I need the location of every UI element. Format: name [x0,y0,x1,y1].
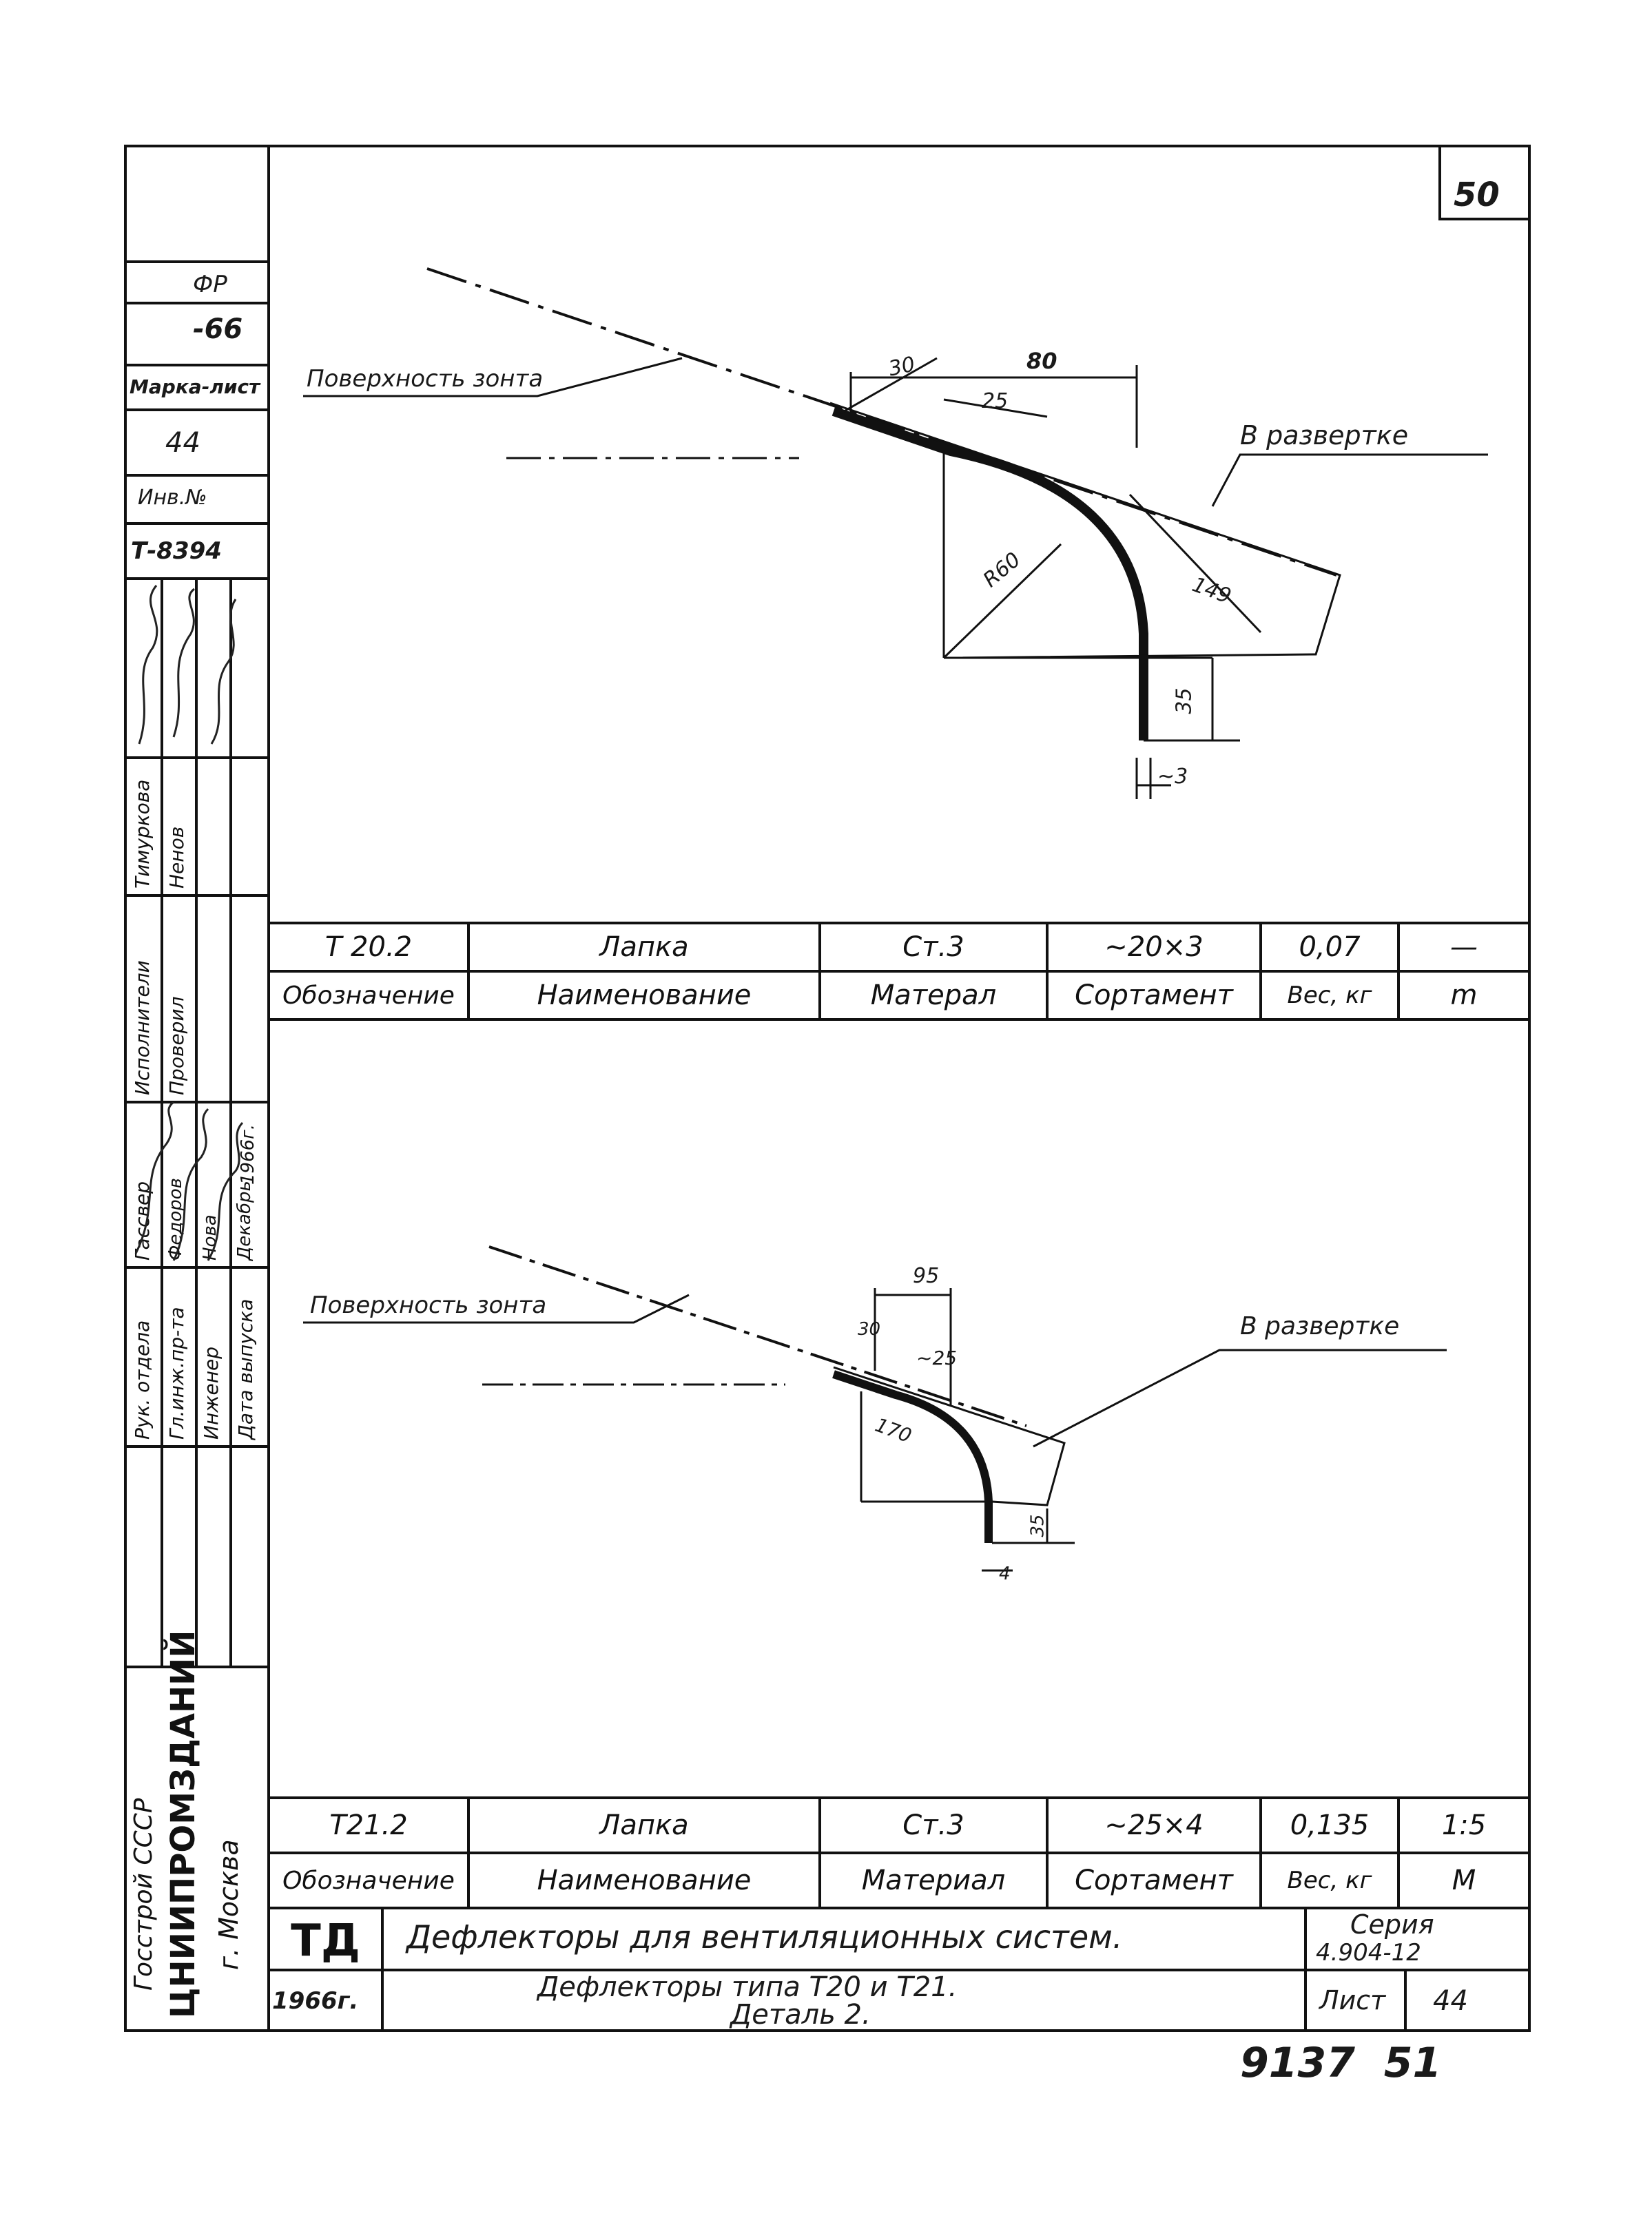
bottom-spec-name: Лапка [599,1810,689,1841]
bottom-surface-label: Поверхность зонта [310,1292,547,1319]
bottom-spec-weight: 0,135 [1290,1810,1370,1841]
bottom-spec-header-weight: Вес, кг [1287,1867,1372,1894]
top-detail-drawing [303,267,1488,799]
stamp-inv-value: Т-8394 [131,537,222,565]
top-spec-name: Лапка [599,931,689,963]
stamp-marka-value: 44 [165,427,200,459]
bottom-spec-profile: ~25×4 [1104,1810,1204,1841]
top-surface-label: Поверхность зонта [307,365,544,393]
bottom-dim-30: 30 [858,1319,881,1340]
bottom-spec-scale: 1:5 [1441,1810,1487,1841]
top-spec-header-weight: Вес, кг [1287,982,1372,1009]
stamp-org-2: ЦНИИПРОМЗДАНИЙ [164,1630,203,2018]
bottom-spec-designation: Т21.2 [329,1810,408,1841]
bottom-detail-drawing [303,1245,1447,1572]
bottom-spec-header-scale: М [1452,1865,1476,1896]
stamp-role-1: Гл.инж.пр-та [165,1307,188,1440]
corner-sheet-number: 50 [1454,176,1500,214]
footer-number: 9137 51 [1240,2039,1442,2087]
top-spec-material: Ст.3 [902,931,964,963]
top-spec-profile: ~20×3 [1104,931,1204,963]
stamp-role-2: Инженер [200,1346,223,1440]
signature-scribbles-top [138,585,237,745]
title-year: 1966г. [272,1987,359,2015]
subtitle-line-2: Деталь 2. [730,1999,871,2031]
bottom-spec-header-material: Материал [861,1865,1006,1896]
sheet-value: 44 [1433,1985,1468,2017]
top-spec-designation: Т 20.2 [324,931,413,963]
top-spec-weight: 0,07 [1299,931,1361,963]
top-spec-header-scale: m [1450,979,1478,1011]
subtitle-line-1: Дефлекторы типа Т20 и Т21. [537,1971,958,2003]
stamp-role-0: Рук. отдела [131,1320,154,1440]
bottom-spec-header-profile: Сортамент [1075,1865,1233,1896]
stamp-name-4: Тимуркова [131,779,154,889]
stamp-inv-label: Инв.№ [138,486,207,510]
top-dim-25: 25 [982,389,1009,413]
stamp-executor-label: Исполнители [131,960,154,1095]
bottom-unfold-label: В развертке [1240,1312,1400,1340]
top-dim-35: 35 [1172,687,1197,714]
stamp-marka-label: Марка-лист [130,375,260,398]
outer-frame [124,145,1531,2032]
title-main: Дефлекторы для вентиляционных систем. [406,1918,1123,1956]
stamp-name-5: Ненов [165,826,188,889]
series-value: 4.904-12 [1316,1939,1421,1967]
top-spec-header-profile: Сортамент [1075,979,1233,1011]
bottom-spec-header-designation: Обозначение [282,1866,455,1895]
stamp-role-3: Дата выпуска [234,1298,257,1440]
top-unfold-label: В развертке [1240,420,1409,450]
bottom-spec-header-name: Наименование [537,1865,752,1896]
top-spec-header-name: Наименование [537,979,752,1011]
top-spec-scale: — [1450,931,1478,963]
bottom-dim-95: 95 [913,1264,940,1288]
signature-scribbles-bottom [134,1102,244,1261]
bottom-dim-35: 35 [1027,1514,1049,1537]
series-label: Серия [1350,1909,1434,1940]
org-code: ТД [291,1915,360,1967]
bottom-dim-25: ~25 [916,1347,958,1369]
top-dim-80: 80 [1026,348,1057,374]
top-dim-3: ~3 [1157,765,1188,789]
sheet-label: Лист [1319,1985,1386,2015]
bottom-spec-material: Ст.3 [902,1810,964,1841]
stamp-city: г. Москва [214,1839,244,1970]
stamp-org-1: Госстрой СССР [130,1798,158,1991]
stamp-code-2: -66 [193,313,243,345]
stamp-code-1: ФР [193,271,227,298]
stamp-checked-label: Проверил [165,996,188,1095]
top-spec-header-designation: Обозначение [282,981,455,1010]
top-spec-header-material: Матерал [870,979,997,1011]
bottom-dim-4: 4 [999,1564,1011,1584]
